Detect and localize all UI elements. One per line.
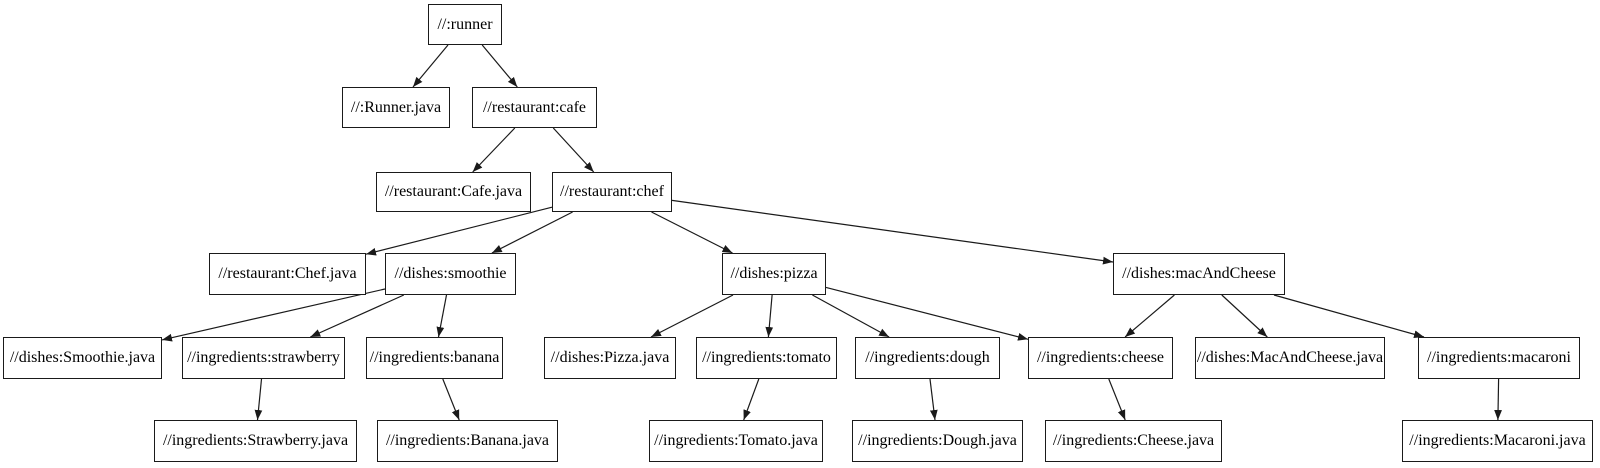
- graph-node-smoothie_java: //dishes:Smoothie.java: [3, 337, 162, 379]
- graph-node-tomato: //ingredients:tomato: [696, 337, 837, 379]
- graph-node-pizza: //dishes:pizza: [722, 253, 826, 295]
- edge-banana-to-banana_java: [442, 378, 460, 421]
- graph-node-macaroni_java: //ingredients:Macaroni.java: [1402, 420, 1593, 462]
- edge-dough-to-dough_java: [929, 378, 938, 421]
- edge-macandcheese-to-macandcheese_java: [1221, 294, 1268, 338]
- graph-node-strawberry_java: //ingredients:Strawberry.java: [154, 420, 357, 462]
- edge-chef-to-chef_java: [365, 206, 553, 256]
- edge-pizza-to-tomato: [765, 294, 774, 338]
- graph-node-cafe: //restaurant:cafe: [472, 87, 597, 128]
- edge-cafe-to-cafe_java: [472, 127, 516, 173]
- graph-node-macandcheese: //dishes:macAndCheese: [1113, 253, 1285, 295]
- graph-node-smoothie: //dishes:smoothie: [385, 253, 516, 295]
- graph-node-cheese: //ingredients:cheese: [1028, 337, 1173, 379]
- edge-smoothie-to-banana: [436, 294, 448, 338]
- edge-smoothie-to-strawberry: [310, 294, 405, 338]
- edge-smoothie-to-smoothie_java: [161, 288, 386, 342]
- graph-node-banana_java: //ingredients:Banana.java: [377, 420, 558, 462]
- edge-macandcheese-to-macaroni: [1273, 294, 1425, 339]
- graph-node-dough_java: //ingredients:Dough.java: [852, 420, 1023, 462]
- graph-node-chef_java: //restaurant:Chef.java: [209, 253, 366, 295]
- edge-chef-to-smoothie: [491, 211, 573, 254]
- edge-runner-to-cafe: [481, 44, 518, 88]
- edge-pizza-to-pizza_java: [650, 294, 734, 338]
- edge-strawberry-to-strawberry_java: [254, 378, 263, 421]
- graph-node-banana: //ingredients:banana: [366, 337, 503, 379]
- graph-node-runner: //:runner: [428, 4, 502, 45]
- edge-chef-to-pizza: [651, 211, 733, 254]
- graph-node-runner_java: //:Runner.java: [342, 87, 450, 128]
- graph-node-macandcheese_java: //dishes:MacAndCheese.java: [1195, 337, 1385, 379]
- edge-macaroni-to-macaroni_java: [1494, 378, 1502, 421]
- graph-node-chef: //restaurant:chef: [552, 172, 672, 212]
- edge-chef-to-macandcheese: [671, 199, 1114, 265]
- graph-node-cheese_java: //ingredients:Cheese.java: [1045, 420, 1222, 462]
- edge-pizza-to-cheese: [825, 286, 1029, 341]
- graph-node-cafe_java: //restaurant:Cafe.java: [376, 172, 531, 212]
- edge-runner-to-runner_java: [412, 44, 449, 88]
- edge-macandcheese-to-cheese: [1124, 294, 1175, 338]
- edge-cheese-to-cheese_java: [1108, 378, 1126, 421]
- graph-node-strawberry: //ingredients:strawberry: [182, 337, 345, 379]
- graph-node-pizza_java: //dishes:Pizza.java: [544, 337, 676, 379]
- edge-tomato-to-tomato_java: [743, 378, 760, 421]
- edge-cafe-to-chef: [552, 127, 595, 173]
- graph-node-tomato_java: //ingredients:Tomato.java: [649, 420, 823, 462]
- graph-node-macaroni: //ingredients:macaroni: [1418, 337, 1580, 379]
- graph-node-dough: //ingredients:dough: [855, 337, 1000, 379]
- edge-pizza-to-dough: [812, 294, 890, 338]
